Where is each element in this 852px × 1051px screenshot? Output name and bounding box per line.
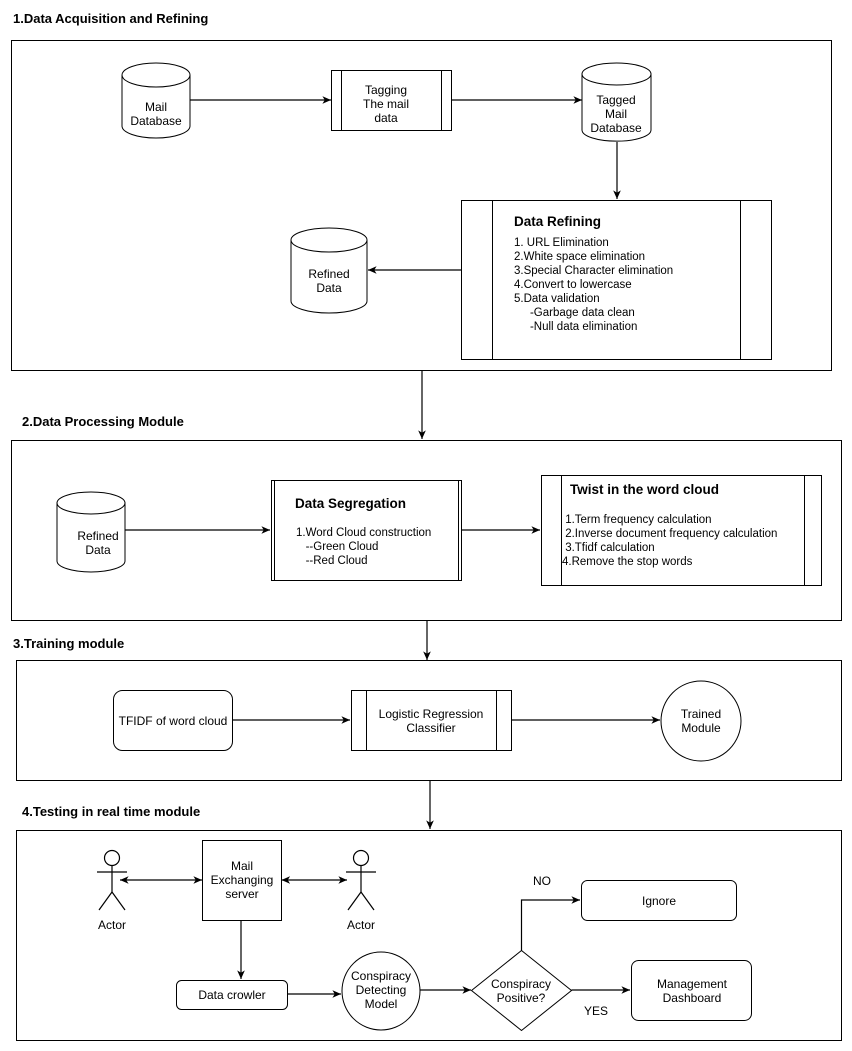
twist-step: 4.Remove the stop words: [562, 556, 693, 568]
tagging-process-box: Tagging The mail data: [331, 70, 452, 131]
tagging-label-1: Tagging: [365, 83, 407, 97]
refining-step: 3.Special Character elimination: [514, 265, 673, 277]
actor-left-icon: [97, 849, 127, 911]
segregation-step: --Green Cloud: [296, 541, 378, 553]
refining-step: -Null data elimination: [514, 321, 637, 333]
conspiracy-model-circle: Conspiracy Detecting Model: [341, 951, 421, 1031]
refining-step: 4.Convert to lowercase: [514, 279, 632, 291]
conspiracy-positive-decision: Conspiracy Positive?: [470, 949, 573, 1032]
model-label-1: Conspiracy: [351, 969, 411, 983]
server-label-2: Exchanging: [211, 873, 274, 887]
yes-edge-label: YES: [584, 1004, 608, 1018]
refined-data-cylinder: Refined Data: [290, 227, 368, 314]
refined-data-label-1: Refined: [308, 267, 349, 281]
tfidf-label: TFIDF of word cloud: [119, 714, 228, 728]
twist-word-cloud-steps: 1.Term frequency calculation 2.Inverse d…: [562, 514, 777, 568]
actor-right-label: Actor: [347, 918, 375, 932]
refined-data-label-2: Data: [316, 281, 342, 295]
data-crawler-box: Data crowler: [176, 980, 288, 1010]
twist-step: 3.Tfidf calculation: [562, 542, 655, 554]
classifier-label-1: Logistic Regression: [379, 707, 484, 721]
data-segregation-steps: 1.Word Cloud construction --Green Cloud …: [296, 527, 431, 567]
data-crawler-label: Data crowler: [198, 988, 265, 1002]
decision-label-1: Conspiracy: [491, 977, 551, 991]
ignore-label: Ignore: [642, 894, 676, 908]
data-segregation-box: Data Segregation 1.Word Cloud constructi…: [271, 480, 462, 581]
twist-word-cloud-box: Twist in the word cloud 1.Term frequency…: [541, 475, 822, 586]
dashboard-label-2: Dashboard: [663, 991, 722, 1005]
actor-right-icon: [346, 849, 376, 911]
tagged-mail-database-cylinder: Tagged Mail Database: [581, 62, 652, 142]
decision-label-2: Positive?: [497, 991, 546, 1005]
tfidf-box: TFIDF of word cloud: [113, 690, 233, 751]
logistic-regression-box: Logistic Regression Classifier: [351, 690, 512, 751]
refining-step: 1. URL Elimination: [514, 237, 609, 249]
trained-module-label-1: Trained: [681, 707, 721, 721]
tagged-db-label-1: Tagged: [596, 93, 635, 107]
refining-step: -Garbage data clean: [514, 307, 635, 319]
ignore-box: Ignore: [581, 880, 737, 921]
mail-database-label-2: Database: [130, 114, 182, 128]
server-label-1: Mail: [231, 859, 253, 873]
tagging-label-2: The mail: [363, 97, 409, 111]
no-edge-label: NO: [533, 874, 551, 888]
twist-word-cloud-title: Twist in the word cloud: [570, 482, 719, 497]
data-segregation-title: Data Segregation: [295, 496, 406, 511]
server-label-3: server: [225, 887, 258, 901]
data-refining-steps: 1. URL Elimination 2.White space eliminat…: [514, 237, 673, 333]
classifier-label-2: Classifier: [406, 721, 455, 735]
mail-database-label-1: Mail: [145, 100, 167, 114]
mail-database-cylinder: Mail Database: [121, 62, 191, 139]
twist-step: 2.Inverse document frequency calculation: [562, 528, 777, 540]
model-label-3: Model: [365, 997, 398, 1011]
section-title-training: 3.Training module: [13, 636, 124, 651]
mail-exchanging-server-box: Mail Exchanging server: [202, 840, 282, 921]
data-refining-title: Data Refining: [514, 214, 601, 229]
segregation-step: --Red Cloud: [296, 555, 368, 567]
refining-step: 2.White space elimination: [514, 251, 645, 263]
tagged-db-label-3: Database: [590, 121, 642, 135]
refined-data-cylinder-2: Refined Data: [56, 491, 126, 573]
section-title-data-processing: 2.Data Processing Module: [22, 414, 184, 429]
actor-left-label: Actor: [98, 918, 126, 932]
dashboard-label-1: Management: [657, 977, 728, 991]
refining-step: 5.Data validation: [514, 293, 600, 305]
twist-step: 1.Term frequency calculation: [562, 514, 712, 526]
refined-data-2-label-1: Refined: [77, 529, 118, 543]
arrow-decision-no-to-ignore: [520, 896, 580, 951]
refined-data-2-label-2: Data: [85, 543, 111, 557]
data-refining-box: Data Refining 1. URL Elimination 2.White …: [461, 200, 772, 360]
segregation-step: 1.Word Cloud construction: [296, 527, 431, 539]
tagged-db-label-2: Mail: [605, 107, 627, 121]
management-dashboard-box: Management Dashboard: [631, 960, 752, 1021]
model-label-2: Detecting: [356, 983, 407, 997]
tagging-label-3: data: [374, 111, 398, 125]
trained-module-label-2: Module: [681, 721, 721, 735]
section-title-testing: 4.Testing in real time module: [22, 804, 200, 819]
section-title-data-acquisition: 1.Data Acquisition and Refining: [13, 11, 208, 26]
trained-module-circle: Trained Module: [660, 680, 742, 762]
